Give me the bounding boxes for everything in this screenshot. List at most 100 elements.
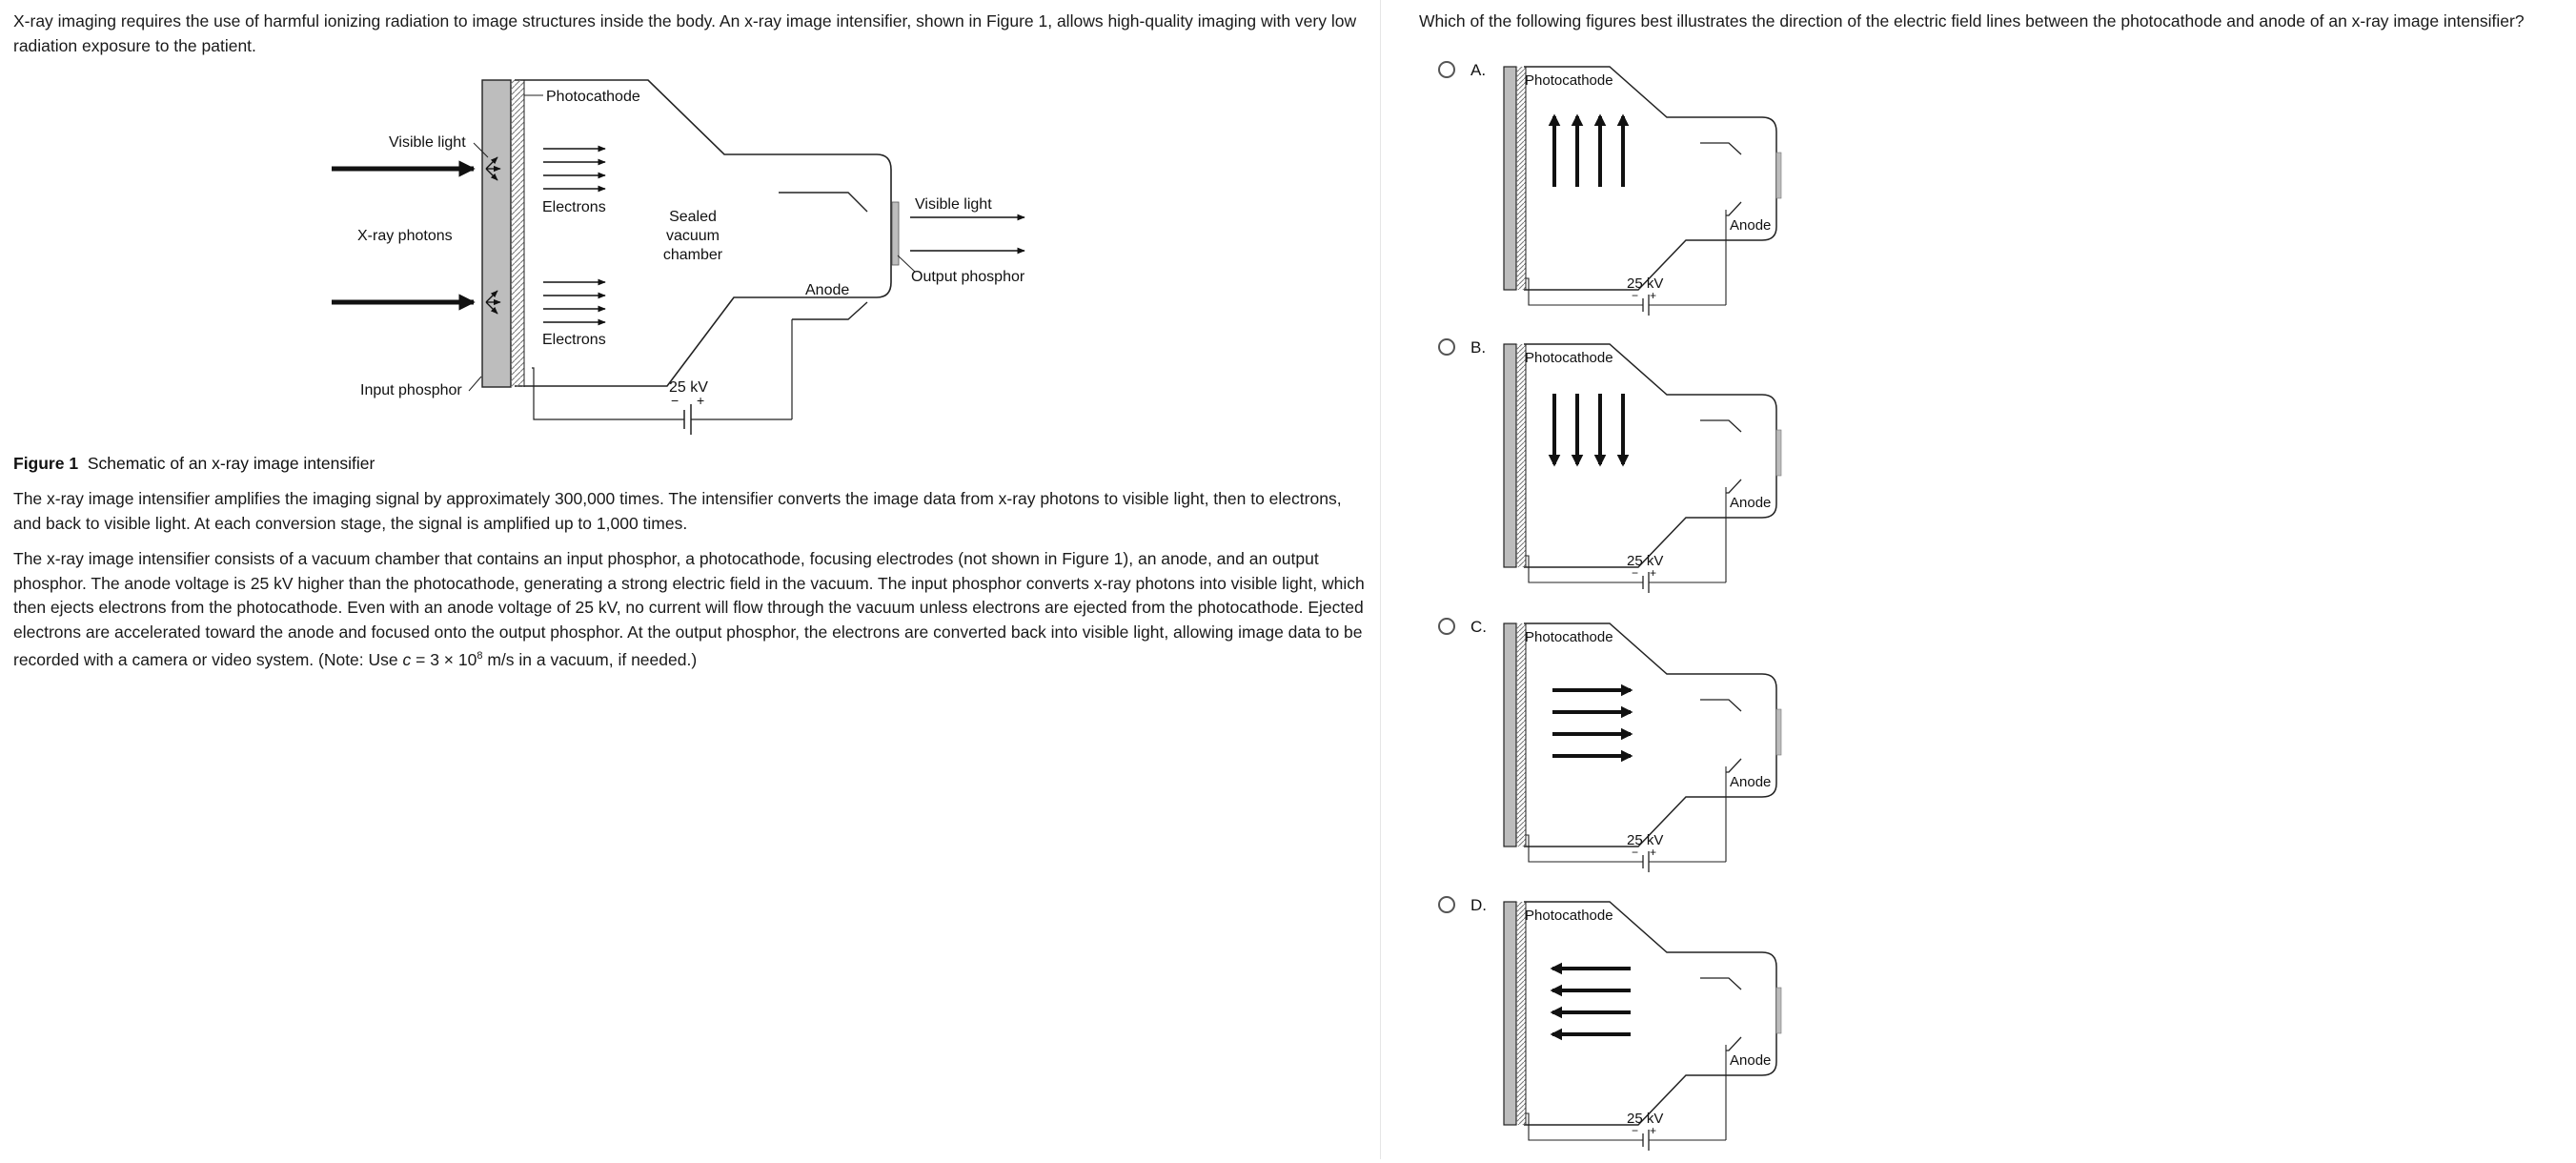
circuit-wire bbox=[1526, 277, 1643, 306]
paragraph-2-text: The x-ray image intensifier consists of … bbox=[13, 549, 1365, 669]
label-photocathode: Photocathode bbox=[1525, 72, 1613, 89]
label-plus: + bbox=[1650, 846, 1656, 859]
label-photocathode: Photocathode bbox=[1525, 908, 1613, 924]
label-electrons-top: Electrons bbox=[542, 199, 606, 215]
circuit-wire bbox=[532, 367, 684, 420]
label-voltage: 25 kV bbox=[1627, 832, 1663, 848]
label-visible-light-in: Visible light bbox=[389, 134, 466, 151]
anode-lower bbox=[1726, 479, 1742, 494]
vacuum-chamber-outline bbox=[515, 79, 892, 387]
radio-button[interactable] bbox=[1438, 61, 1455, 78]
label-voltage: 25 kV bbox=[1627, 1111, 1663, 1127]
passage-paragraph-2: The x-ray image intensifier consists of … bbox=[13, 547, 1367, 672]
anode-lower bbox=[1726, 201, 1742, 216]
label-photocathode: Photocathode bbox=[546, 89, 640, 105]
figure-label: Figure 1 bbox=[13, 454, 79, 473]
label-plus: + bbox=[1650, 1124, 1656, 1137]
anode-lower bbox=[1726, 1036, 1742, 1051]
photocathode-hatch bbox=[1516, 67, 1526, 290]
label-plus: + bbox=[1650, 289, 1656, 302]
label-photocathode: Photocathode bbox=[1525, 629, 1613, 645]
label-output-phosphor: Output phosphor bbox=[911, 269, 1025, 285]
label-vacuum: vacuum bbox=[666, 228, 720, 244]
radio-button[interactable] bbox=[1438, 338, 1455, 356]
radio-button[interactable] bbox=[1438, 896, 1455, 913]
label-anode: Anode bbox=[1730, 774, 1771, 790]
photocathode-hatch bbox=[1516, 902, 1526, 1125]
circuit-wire bbox=[1526, 555, 1643, 583]
label-voltage: 25 kV bbox=[669, 379, 708, 396]
label-photocathode: Photocathode bbox=[1525, 350, 1613, 366]
label-minus: − bbox=[1632, 1124, 1638, 1137]
output-phosphor bbox=[1775, 987, 1782, 1034]
output-phosphor bbox=[891, 201, 900, 266]
electron-arrows-top bbox=[543, 145, 606, 193]
label-visible-light-out: Visible light bbox=[915, 196, 992, 213]
electron-arrows-bottom bbox=[543, 278, 606, 326]
radio-button[interactable] bbox=[1438, 618, 1455, 635]
question-text: Which of the following figures best illu… bbox=[1419, 11, 2525, 31]
option-letter: B. bbox=[1471, 338, 1487, 357]
label-minus: − bbox=[1632, 289, 1638, 302]
input-phosphor bbox=[1503, 622, 1517, 847]
passage-intro: X-ray imaging requires the use of harmfu… bbox=[13, 11, 1357, 55]
anode-upper bbox=[1700, 699, 1742, 712]
label-minus: − bbox=[671, 393, 679, 408]
exponent: 8 bbox=[477, 650, 483, 662]
passage-pane: X-ray imaging requires the use of harmfu… bbox=[13, 11, 1367, 672]
figure-caption-text: Schematic of an x-ray image intensifier bbox=[87, 454, 375, 473]
label-anode: Anode bbox=[1730, 495, 1771, 511]
option-letter: A. bbox=[1471, 61, 1487, 79]
chamber-outline bbox=[1524, 343, 1777, 568]
passage-paragraph-1: The x-ray image intensifier amplifies th… bbox=[13, 489, 1342, 533]
figure-1-intensifier-diagram: Photocathode Visible light X-ray photons… bbox=[332, 79, 1025, 435]
label-plus: + bbox=[1650, 566, 1656, 580]
chamber-outline bbox=[1524, 66, 1777, 291]
output-phosphor bbox=[1775, 152, 1782, 199]
input-phosphor bbox=[1503, 343, 1517, 568]
input-phosphor bbox=[481, 79, 512, 388]
pane-divider bbox=[1380, 0, 1381, 1159]
circuit-wire bbox=[1526, 834, 1643, 863]
label-xray-photons: X-ray photons bbox=[357, 228, 453, 244]
question-pane: Which of the following figures best illu… bbox=[1381, 0, 2576, 1159]
anode-upper bbox=[779, 192, 868, 213]
circuit-wire bbox=[1526, 1112, 1643, 1141]
figure-caption: Figure 1 Schematic of an x-ray image int… bbox=[13, 454, 375, 474]
anode-upper bbox=[1700, 419, 1742, 433]
label-plus: + bbox=[697, 393, 704, 408]
paragraph-2-equation: = 3 × 10 bbox=[411, 649, 477, 669]
speed-of-light-symbol: c bbox=[402, 649, 412, 669]
output-phosphor bbox=[1775, 708, 1782, 756]
option-letter: C. bbox=[1471, 618, 1487, 636]
anode-lower bbox=[792, 301, 868, 320]
paragraph-2-end: m/s in a vacuum, if needed.) bbox=[482, 649, 698, 669]
label-electrons-bottom: Electrons bbox=[542, 332, 606, 348]
input-phosphor bbox=[1503, 66, 1517, 291]
label-anode: Anode bbox=[1730, 1052, 1771, 1069]
anode-upper bbox=[1700, 977, 1742, 990]
label-voltage: 25 kV bbox=[1627, 275, 1663, 292]
label-anode: Anode bbox=[1730, 217, 1771, 234]
label-sealed: Sealed bbox=[669, 209, 717, 225]
output-phosphor bbox=[1775, 429, 1782, 477]
photocathode-hatch bbox=[1516, 344, 1526, 567]
label-voltage: 25 kV bbox=[1627, 553, 1663, 569]
option-letter: D. bbox=[1471, 896, 1487, 914]
label-minus: − bbox=[1632, 566, 1638, 580]
label-anode: Anode bbox=[805, 282, 849, 298]
photocathode-hatch bbox=[511, 80, 524, 387]
input-phosphor bbox=[1503, 901, 1517, 1126]
label-chamber: chamber bbox=[663, 247, 723, 263]
label-minus: − bbox=[1632, 846, 1638, 859]
label-input-phosphor: Input phosphor bbox=[360, 382, 462, 398]
anode-upper bbox=[1700, 142, 1742, 155]
